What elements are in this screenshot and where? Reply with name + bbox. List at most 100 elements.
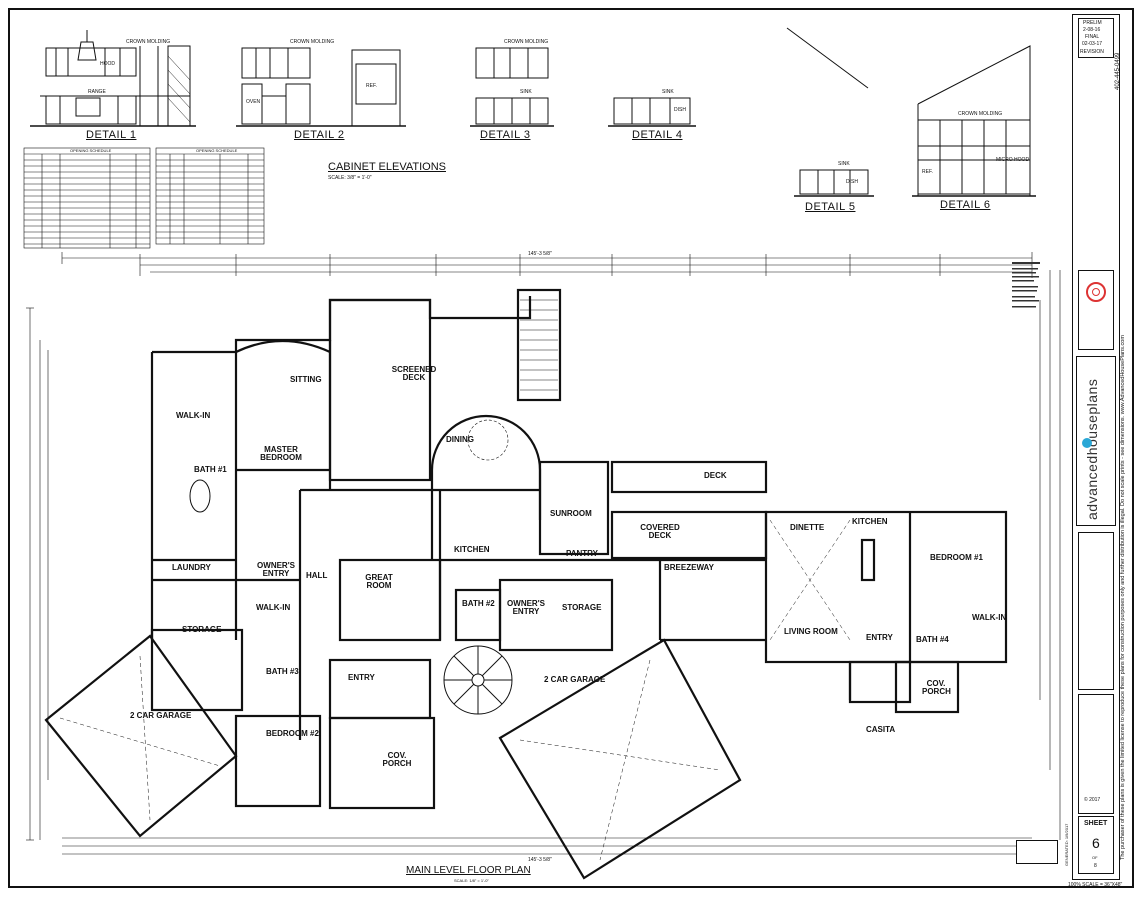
detail-2-elevation [236,47,406,127]
room-label-sitting: SITTING [290,375,322,384]
detail-5-elevation [794,169,874,197]
area-table [1016,840,1058,864]
room-label-walk-in-casita: WALK-IN [972,613,1007,622]
ref-callout-6: REF. [922,169,933,175]
sheet-total: 8 [1094,863,1097,869]
room-label-storage-center: STORAGE [562,603,602,612]
room-label-sunroom: SUNROOM [550,509,592,518]
room-label-bath-3: BATH #3 [266,667,299,676]
room-label-great-room: GREAT ROOM [365,573,393,590]
copyright: © 2017 [1084,797,1101,803]
seal-icon [1086,282,1106,302]
room-label-bath-1: BATH #1 [194,465,227,474]
room-label-entry-casita: ENTRY [866,633,893,642]
room-label-screened-deck: SCREENED DECK [391,365,437,382]
room-label-entry: ENTRY [348,673,375,682]
generated-date: GENERATED: 1/9/2017 [1064,823,1069,866]
room-label-owners-entry-2: OWNER'S ENTRY [507,599,545,616]
room-label-dining: DINING [446,435,474,444]
brand-logo: advancedhouseplans [1084,378,1100,520]
room-label-bath-4: BATH #4 [916,635,949,644]
range-callout: RANGE [88,89,106,95]
plan-walls [44,288,1008,880]
sheet-label: SHEET [1084,820,1108,827]
detail-5-label: DETAIL 5 [805,201,856,213]
crown-molding-callout-3: CROWN MOLDING [504,39,549,45]
hood-callout: HOOD [100,61,115,67]
detail-1-label: DETAIL 1 [86,129,137,141]
room-label-breezeway: BREEZEWAY [664,563,714,572]
room-label-owners-entry: OWNER'S ENTRY [257,561,295,578]
sink-callout-5: SINK [838,161,850,167]
room-label-garage-right: 2 CAR GARAGE [544,675,606,684]
room-label-walk-in: WALK-IN [176,411,211,420]
room-label-bedroom-2: BEDROOM #2 [266,729,319,738]
detail-1-elevation [30,30,196,127]
overall-width-dim-bottom: 145'-3 5/8" [528,857,552,863]
schedule-title-left: OPENING SCHEDULE [70,148,112,153]
detail-3-elevation [470,47,554,127]
detail-6-elevation [786,27,1036,197]
oven-callout: OVEN [246,99,261,105]
room-label-casita: CASITA [866,725,896,734]
ref-callout: REF. [366,83,377,89]
crown-molding-callout: CROWN MOLDING [126,39,171,45]
notes-box [1078,532,1114,690]
prelim-label: PRELIM [1083,20,1102,26]
room-label-pantry: PANTRY [566,549,598,558]
room-label-storage-left: STORAGE [182,625,222,634]
room-label-covered-deck: COVERED DECK [640,523,680,540]
sink-callout-4: SINK [662,89,674,95]
room-label-living-room: LIVING ROOM [784,627,838,636]
revision-box [1078,18,1114,58]
sheet-number: 6 [1092,835,1100,851]
dish-callout: DISH [674,107,686,113]
detail-6-label: DETAIL 6 [940,199,991,211]
cabinet-elevations-title: CABINET ELEVATIONS [328,161,446,173]
license-notice: The purchaser of these plans is given th… [1120,335,1126,860]
dish-callout-5: DISH [846,179,858,185]
drawing-sheet [8,8,1134,888]
room-label-walk-in-2: WALK-IN [256,603,291,612]
dimension-lines [26,252,1061,855]
seal-inner-icon [1092,288,1100,296]
cabinet-elevations-scale: SCALE: 3/8" = 1'-0" [328,175,372,181]
detail-4-label: DETAIL 4 [632,129,683,141]
floor-plan-title: MAIN LEVEL FLOOR PLAN [406,865,531,876]
sink-callout: SINK [520,89,532,95]
room-label-kitchen-casita: KITCHEN [852,517,888,526]
blank-box [1078,694,1114,814]
room-label-cov-porch: COV. PORCH [382,751,412,768]
room-label-hall: HALL [306,571,328,580]
room-label-garage-left: 2 CAR GARAGE [130,711,192,720]
crown-molding-callout-2: CROWN MOLDING [290,39,335,45]
scale-note: 100% SCALE = 36"X48" [1068,882,1123,888]
opening-schedule-left [23,147,151,249]
room-label-laundry: LAUNDRY [172,563,211,572]
final-label: FINAL [1085,34,1100,40]
detail-2-label: DETAIL 2 [294,129,345,141]
room-label-bath-2: BATH #2 [462,599,495,608]
prelim-date: 2-08-16 [1083,27,1101,33]
room-label-bedroom-1: BEDROOM #1 [930,553,983,562]
sheet-of: OF [1092,855,1098,860]
opening-schedule-right [155,147,265,245]
room-label-master-bedroom: MASTER BEDROOM [260,445,302,462]
schedule-title-right: OPENING SCHEDULE [196,148,238,153]
room-label-dinette: DINETTE [790,523,825,532]
overall-width-dim: 145'-3 5/8" [528,251,552,257]
revision-label: REVISION [1080,49,1104,55]
final-date: 02-03-17 [1082,41,1103,47]
house-icon [1082,438,1092,448]
spiral-stair [443,645,513,715]
floor-plan-scale: SCALE: 1/8" = 1'-0" [454,878,489,883]
crown-molding-callout-6: CROWN MOLDING [958,111,1003,117]
room-label-cov-porch-right: COV. PORCH [922,679,951,696]
detail-4-elevation [608,97,696,127]
micro-hood-callout: MICRO HOOD [996,157,1030,163]
sheet-box [1078,816,1114,874]
room-label-kitchen: KITCHEN [454,545,490,554]
room-label-deck: DECK [704,471,727,480]
detail-3-label: DETAIL 3 [480,129,531,141]
